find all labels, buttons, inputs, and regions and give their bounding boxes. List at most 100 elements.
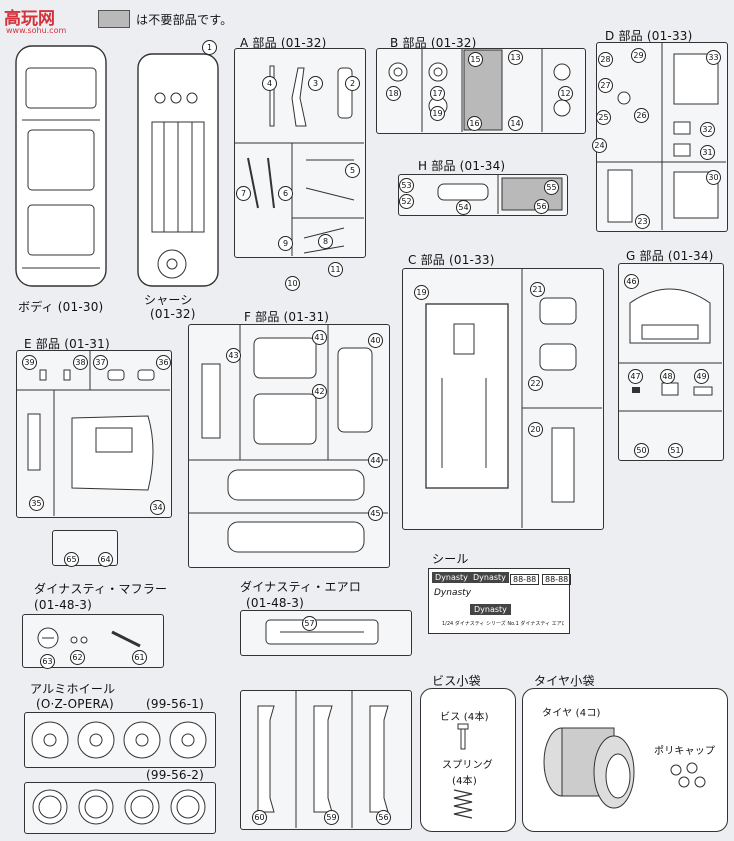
part-number-3: 3	[308, 76, 323, 91]
part-number-23: 23	[635, 214, 650, 229]
part-number-37: 37	[93, 355, 108, 370]
screws-screw-label: ビス (4本)	[440, 712, 489, 723]
part-number-2: 2	[345, 76, 360, 91]
body-label: ボディ (01-30)	[18, 300, 104, 314]
section-b-title: B 部品 (01-32)	[390, 36, 477, 50]
part-number-54: 54	[456, 200, 471, 215]
legend-swatch	[98, 10, 130, 28]
tires-title: タイヤ小袋	[534, 674, 595, 688]
screws-bag	[420, 688, 516, 832]
part-number-44: 44	[368, 453, 383, 468]
screw-icon	[457, 723, 469, 750]
part-number-46: 46	[624, 274, 639, 289]
section-a-title: A 部品 (01-32)	[240, 36, 327, 50]
part-number-32: 32	[700, 122, 715, 137]
chassis-code: (01-32)	[150, 307, 196, 321]
tires-drawing	[543, 727, 635, 809]
section-c-title: C 部品 (01-33)	[408, 253, 495, 267]
body-drawing	[15, 45, 107, 287]
part-number-47: 47	[628, 369, 643, 384]
part-number-50: 50	[634, 443, 649, 458]
part-number-25: 25	[596, 110, 611, 125]
part-number-34: 34	[150, 500, 165, 515]
part-number-5: 5	[345, 163, 360, 178]
part-number-7: 7	[236, 186, 251, 201]
aero-bumper-drawing	[265, 619, 379, 645]
part-number-64: 64	[98, 552, 113, 567]
part-number-17: 17	[430, 86, 445, 101]
section-f-title: F 部品 (01-31)	[244, 310, 330, 324]
part-number-16: 16	[467, 116, 482, 131]
seal-footer: 1/24 ダイナスティ シリーズ No.1 ダイナスティ エアロ	[442, 621, 564, 627]
section-e-title: E 部品 (01-31)	[24, 337, 110, 351]
part-number-40: 40	[368, 333, 383, 348]
part-number-43: 43	[226, 348, 241, 363]
seal-title: シール	[432, 552, 469, 566]
part-number-12: 12	[558, 86, 573, 101]
part-number-59: 59	[324, 810, 339, 825]
part-number-41: 41	[312, 330, 327, 345]
seal-brand-2: Dynasty	[470, 572, 509, 583]
seal-brand-1: Dynasty	[432, 572, 471, 583]
chassis-drawing	[137, 53, 219, 287]
wheels-code-1: (99-56-1)	[146, 697, 204, 711]
poly-cap-icon	[670, 762, 706, 788]
part-number-21: 21	[530, 282, 545, 297]
muffler-title: ダイナスティ・マフラー	[34, 582, 168, 596]
part-number-26: 26	[634, 108, 649, 123]
part-number-19-b: 19	[430, 106, 445, 121]
part-number-29: 29	[631, 48, 646, 63]
part-number-48: 48	[660, 369, 675, 384]
section-g-title: G 部品 (01-34)	[626, 249, 714, 263]
part-number-63: 63	[40, 654, 55, 669]
part-number-20: 20	[528, 422, 543, 437]
sprue-c-drawing	[425, 268, 602, 528]
part-number-60: 60	[252, 810, 267, 825]
part-number-39: 39	[22, 355, 37, 370]
part-number-6: 6	[278, 186, 293, 201]
part-number-36: 36	[156, 355, 171, 370]
part-number-24: 24	[592, 138, 607, 153]
wheels-title: アルミホイール	[30, 682, 116, 696]
spring-icon	[453, 789, 473, 819]
part-number-55: 55	[544, 180, 559, 195]
part-number-13: 13	[508, 50, 523, 65]
section-d-title: D 部品 (01-33)	[605, 29, 693, 43]
chassis-label: シャーシ	[144, 293, 193, 307]
watermark-logo: 高玩网	[4, 9, 55, 29]
part-number-57: 57	[302, 616, 317, 631]
tires-tire-label: タイヤ (4コ)	[542, 708, 601, 719]
part-number-22: 22	[528, 376, 543, 391]
part-number-30: 30	[706, 170, 721, 185]
part-number-27: 27	[598, 78, 613, 93]
part-number-31: 31	[700, 145, 715, 160]
screws-title: ビス小袋	[432, 674, 481, 688]
part-number-62: 62	[70, 650, 85, 665]
wheels-2-drawing	[32, 789, 206, 825]
seal-code-1: 88-88	[510, 574, 540, 585]
part-number-10: 10	[285, 276, 300, 291]
aero-code: (01-48-3)	[246, 596, 304, 610]
screws-spring-count: (4本)	[452, 776, 477, 787]
part-number-38: 38	[73, 355, 88, 370]
sprue-e-drawing	[16, 350, 170, 516]
part-number-42: 42	[312, 384, 327, 399]
part-number-51: 51	[668, 443, 683, 458]
aero-title: ダイナスティ・エアロ	[240, 580, 362, 594]
muffler-code: (01-48-3)	[34, 598, 92, 612]
screws-spring-label: スプリング	[442, 760, 493, 771]
wheels-1-drawing	[31, 721, 207, 759]
watermark-url: www.sohu.com	[6, 26, 67, 35]
legend-text: は不要部品です。	[136, 13, 233, 27]
section-h-title: H 部品 (01-34)	[418, 159, 506, 173]
part-number-9: 9	[278, 236, 293, 251]
part-number-33: 33	[706, 50, 721, 65]
part-number-56-h: 56	[534, 199, 549, 214]
seal-code-2: 88-88	[542, 574, 572, 585]
part-number-11: 11	[328, 262, 343, 277]
wheels-code-2: (99-56-2)	[146, 768, 204, 782]
part-number-53: 53	[399, 178, 414, 193]
part-number-52: 52	[399, 194, 414, 209]
muffler-drawing	[37, 627, 141, 649]
part-number-49: 49	[694, 369, 709, 384]
